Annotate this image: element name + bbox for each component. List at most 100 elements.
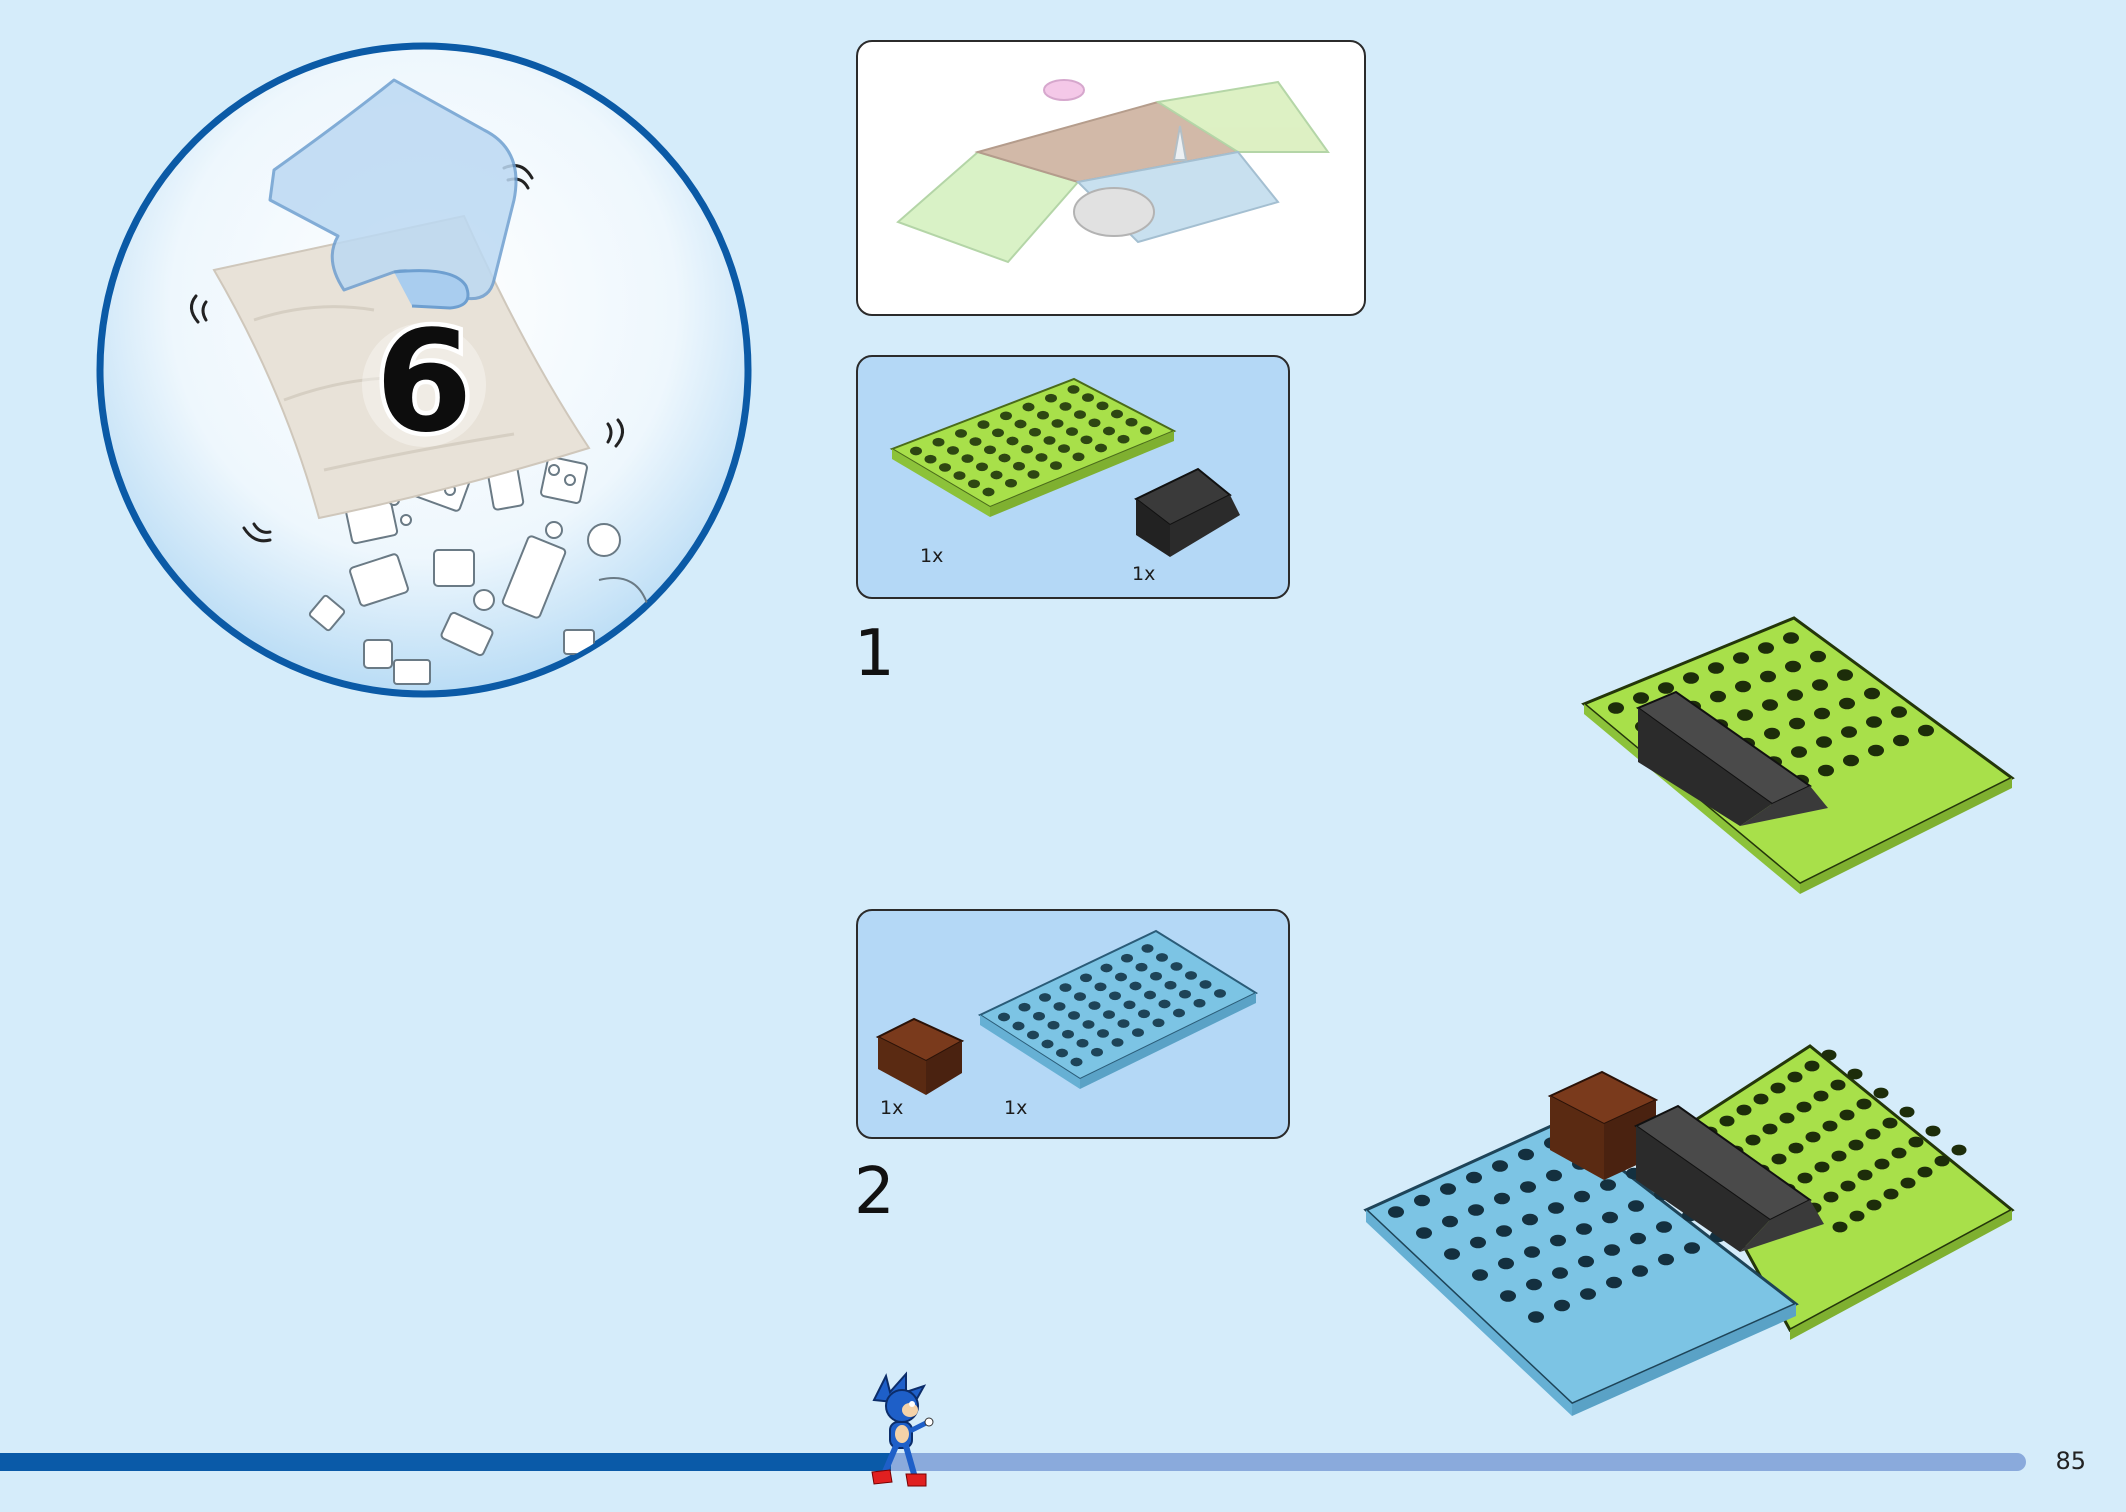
stud bbox=[1018, 1002, 1031, 1012]
stud bbox=[1578, 1255, 1594, 1268]
stud bbox=[1041, 1039, 1054, 1049]
step-1-part-2-qty: 1x bbox=[1132, 563, 1156, 585]
stud bbox=[1831, 1150, 1847, 1162]
stud bbox=[1140, 426, 1152, 435]
stud bbox=[1080, 435, 1093, 445]
stud bbox=[1496, 1225, 1512, 1237]
stud bbox=[1735, 680, 1751, 693]
stud bbox=[1796, 1101, 1812, 1113]
stud bbox=[1498, 1257, 1514, 1270]
stud bbox=[1873, 1087, 1889, 1099]
stud bbox=[1818, 764, 1834, 777]
step-1-build-illustration bbox=[1580, 612, 2020, 902]
stud bbox=[1472, 1269, 1488, 1281]
stud bbox=[1050, 461, 1062, 470]
stud bbox=[1072, 452, 1085, 462]
stud bbox=[1797, 1172, 1813, 1184]
stud bbox=[1899, 1106, 1915, 1118]
stud bbox=[1554, 1299, 1570, 1312]
stud bbox=[953, 471, 966, 480]
stud bbox=[968, 479, 980, 489]
stud bbox=[1548, 1202, 1564, 1214]
stud bbox=[1719, 1115, 1735, 1127]
stud bbox=[984, 445, 996, 455]
stud bbox=[1814, 1161, 1830, 1173]
stud bbox=[1849, 1210, 1865, 1222]
stud bbox=[1789, 717, 1805, 730]
stud bbox=[1117, 1019, 1130, 1028]
stud bbox=[1841, 726, 1857, 738]
stud bbox=[1468, 1204, 1484, 1216]
stud bbox=[1029, 427, 1041, 437]
stud bbox=[1733, 652, 1749, 664]
stud bbox=[1805, 1131, 1821, 1143]
stud bbox=[1900, 1177, 1916, 1189]
stud bbox=[1848, 1139, 1864, 1151]
stud bbox=[1047, 1020, 1060, 1030]
stud bbox=[1951, 1144, 1967, 1156]
stud bbox=[1762, 1123, 1778, 1135]
stud bbox=[1125, 417, 1138, 427]
stud bbox=[1193, 998, 1206, 1008]
stud bbox=[1082, 393, 1094, 402]
stud bbox=[1494, 1192, 1510, 1205]
stud bbox=[1658, 1253, 1674, 1266]
stud bbox=[1830, 1079, 1846, 1091]
stud bbox=[1737, 709, 1753, 721]
stud bbox=[998, 1012, 1010, 1022]
stud bbox=[1013, 461, 1025, 471]
stud bbox=[1868, 744, 1884, 757]
stud bbox=[1810, 650, 1826, 663]
stud bbox=[1891, 706, 1907, 718]
stud bbox=[1821, 1049, 1837, 1061]
stud bbox=[1012, 1021, 1025, 1031]
page-number: 85 bbox=[2055, 1447, 2086, 1475]
stud bbox=[1633, 692, 1649, 704]
stud bbox=[1135, 962, 1148, 972]
stud bbox=[1070, 1057, 1083, 1067]
stud bbox=[1129, 981, 1142, 991]
stud bbox=[1037, 410, 1049, 420]
stud bbox=[1606, 1276, 1622, 1289]
stud bbox=[1500, 1290, 1516, 1302]
stud bbox=[1053, 1002, 1066, 1011]
stud bbox=[1043, 436, 1056, 445]
stud bbox=[1779, 1112, 1795, 1124]
stud bbox=[1173, 1008, 1185, 1018]
stud bbox=[1917, 1166, 1933, 1178]
stud bbox=[1059, 983, 1072, 992]
stud bbox=[1812, 679, 1828, 691]
stud bbox=[1068, 1011, 1080, 1020]
stud bbox=[1736, 1104, 1752, 1116]
stud bbox=[910, 446, 922, 456]
stud bbox=[1103, 1010, 1115, 1019]
stud bbox=[1683, 672, 1699, 684]
stud bbox=[1865, 1128, 1881, 1140]
bag-bubble: 6 bbox=[94, 40, 754, 700]
stud bbox=[1760, 670, 1776, 683]
stud bbox=[1518, 1148, 1534, 1161]
stud bbox=[1091, 1047, 1103, 1057]
stud bbox=[998, 453, 1011, 463]
stud bbox=[1658, 682, 1674, 694]
stud bbox=[955, 429, 967, 438]
stud bbox=[1100, 963, 1113, 973]
stud bbox=[1580, 1288, 1596, 1300]
stud bbox=[1067, 385, 1080, 394]
overview-model-illustration bbox=[896, 79, 1330, 264]
stud bbox=[1088, 418, 1101, 428]
stud bbox=[1822, 1120, 1838, 1132]
stud bbox=[1814, 707, 1830, 720]
stud bbox=[1466, 1171, 1482, 1184]
stud bbox=[992, 428, 1004, 438]
stud bbox=[1788, 1142, 1804, 1154]
stud bbox=[1823, 1191, 1839, 1203]
stud bbox=[1000, 411, 1012, 421]
stud bbox=[1117, 434, 1130, 444]
stud bbox=[1035, 453, 1048, 462]
stud bbox=[1524, 1246, 1540, 1258]
step-2-number: 2 bbox=[854, 1155, 895, 1229]
stud bbox=[1708, 662, 1724, 674]
stud bbox=[1574, 1190, 1590, 1203]
stud bbox=[1840, 1180, 1856, 1192]
